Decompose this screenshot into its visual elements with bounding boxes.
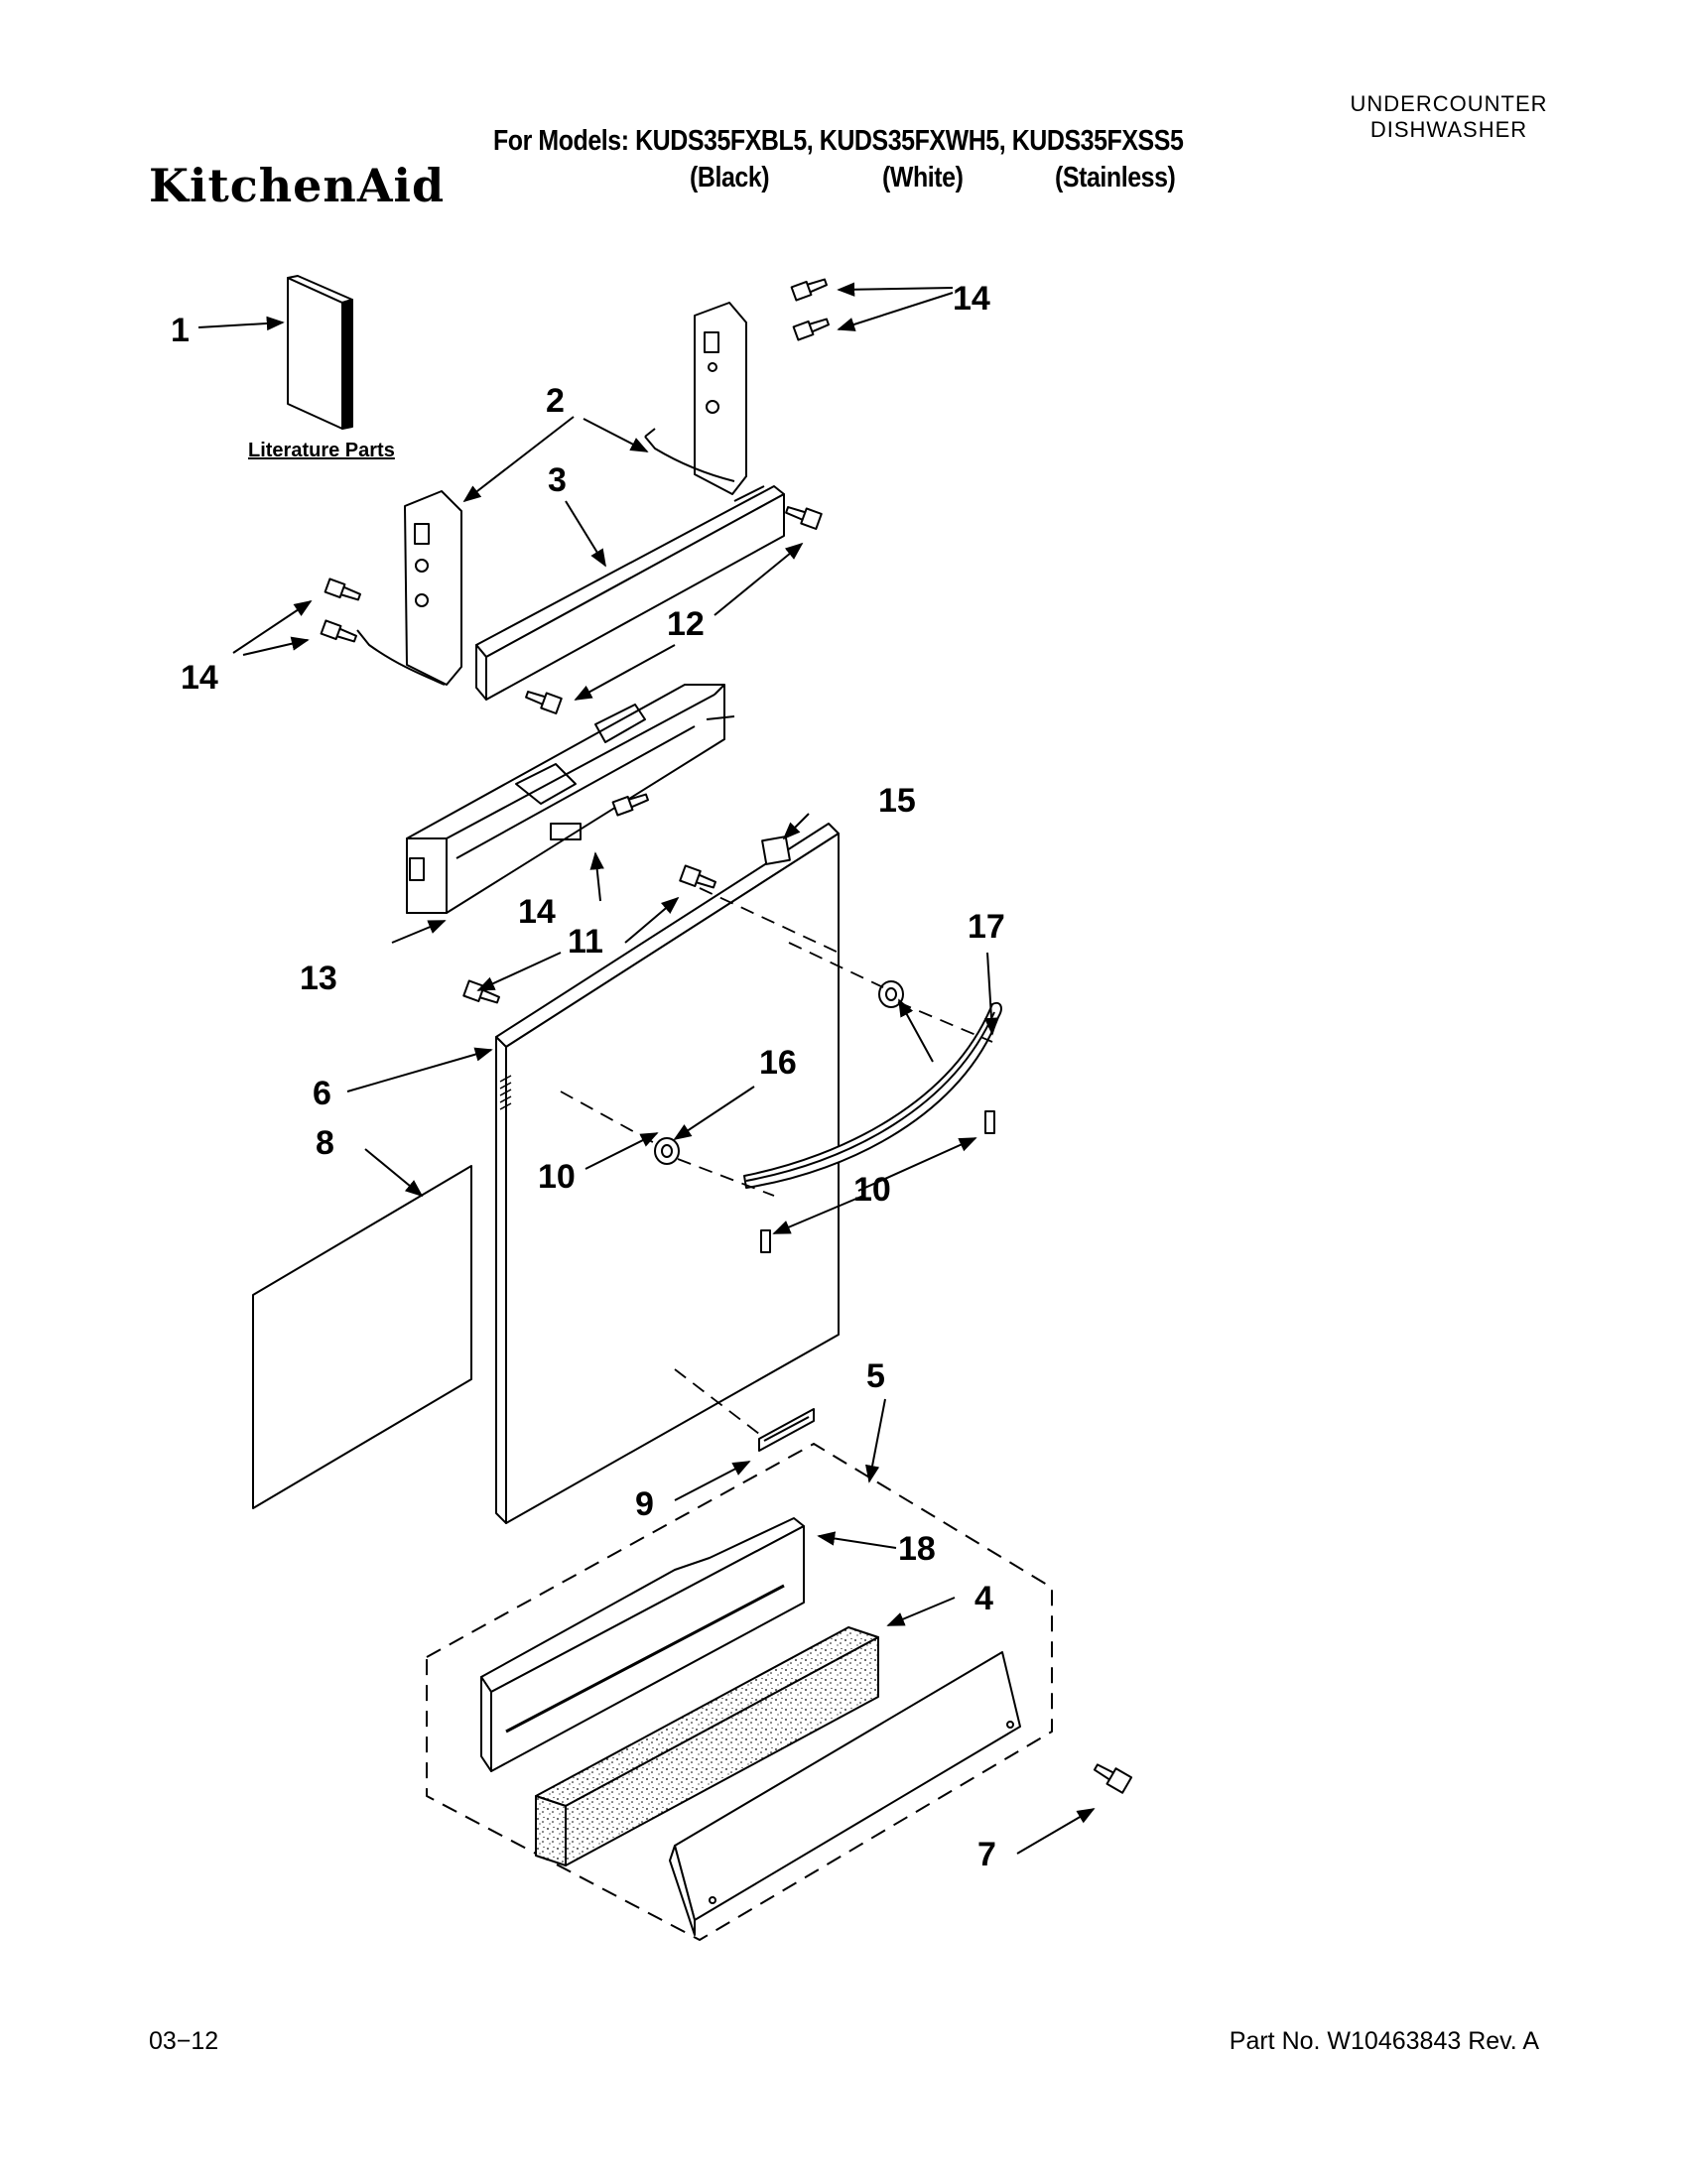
part-7-screw [1093,1763,1133,1794]
callout-9: 9 [635,1485,654,1523]
part-2-bracket-left [356,490,462,686]
callout-12: 12 [667,605,705,643]
part-15-clip [761,835,791,865]
variant-black: (Black) [690,162,770,193]
part-11-screws [462,864,716,1004]
part-16-spacers [654,980,904,1165]
part-2-bracket-right [644,302,747,495]
footer-date: 03−12 [149,2027,219,2055]
callout-16: 16 [759,1044,797,1082]
callout-6: 6 [313,1075,331,1112]
callout-14-top: 14 [953,280,990,318]
part-8-insulation [252,1165,472,1509]
category-line-1: UNDERCOUNTER [1350,91,1548,116]
footer-part-number: Part No. W10463843 Rev. A [1229,2027,1539,2055]
part-6-door-panel [495,823,840,1524]
callout-4: 4 [974,1580,993,1617]
category-line-2: DISHWASHER [1369,117,1528,142]
part-3-channel [475,485,785,701]
callout-3: 3 [548,461,567,499]
part-14-screws [320,278,830,817]
callout-1: 1 [171,312,190,349]
variant-white: (White) [882,162,964,193]
callout-8: 8 [316,1124,334,1162]
literature-parts-label: Literature Parts [248,440,395,461]
part-1-literature [287,275,353,430]
part-18-toe-panel [480,1517,805,1772]
callout-18: 18 [898,1530,936,1568]
callout-10-right: 10 [853,1171,891,1209]
part-13-console [406,684,735,914]
callout-11: 11 [568,923,603,961]
callout-10-left: 10 [538,1158,576,1196]
variant-stainless: (Stainless) [1055,162,1176,193]
kickplate [669,1651,1021,1936]
part-17-handle [743,1001,1002,1189]
callout-15: 15 [878,782,916,820]
callout-5: 5 [866,1357,885,1395]
brand-logo: KitchenAid [149,159,446,212]
part-9-badge [758,1408,815,1452]
part-5-assembly-box [426,1443,1053,1941]
callout-14-mid: 14 [518,893,556,931]
callout-14-left: 14 [181,659,218,697]
part-4-foam [535,1626,879,1866]
callout-2: 2 [546,382,565,420]
callout-7: 7 [977,1836,996,1873]
models-line: For Models: KUDS35FXBL5, KUDS35FXWH5, KU… [493,125,1184,157]
callout-17: 17 [968,908,1005,946]
part-10-screws [760,1110,995,1253]
part-12-screws [525,506,823,714]
callout-13: 13 [300,960,337,997]
